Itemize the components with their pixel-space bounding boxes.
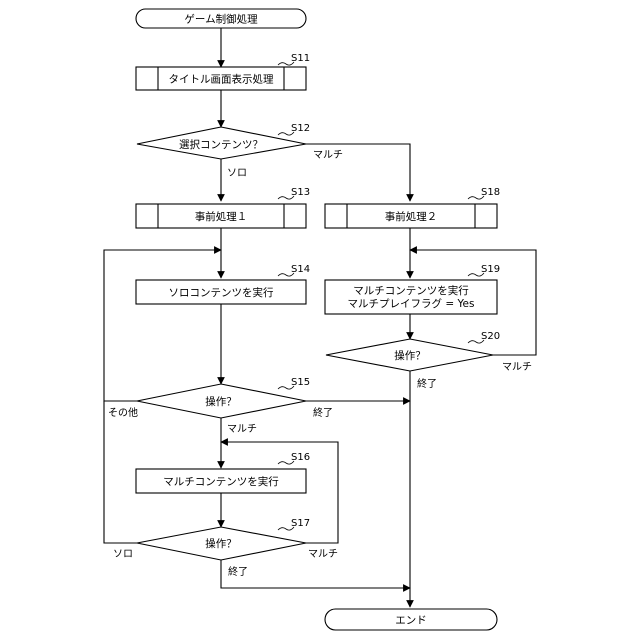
step-marker-s15: S15 bbox=[278, 377, 310, 389]
step-label-s11: S11 bbox=[291, 53, 310, 64]
step-marker-s11: S11 bbox=[278, 53, 310, 65]
edge-label-s17-solo: ソロ bbox=[113, 549, 133, 560]
step-marker-s13: S13 bbox=[278, 187, 310, 199]
operation-decision-s15: 操作？ bbox=[137, 384, 306, 418]
operation-s17-label: 操作？ bbox=[205, 537, 237, 550]
edge-label-s12-multi: マルチ bbox=[313, 149, 343, 161]
edge-label-s20-end: 終了 bbox=[417, 377, 437, 390]
step-marker-s12: S12 bbox=[278, 123, 310, 135]
step-label-s18: S18 bbox=[481, 187, 500, 198]
title-screen-process: タイトル画面表示処理 bbox=[136, 67, 306, 90]
step-marker-s20: S20 bbox=[468, 331, 500, 343]
step-label-s17: S17 bbox=[291, 518, 310, 529]
start-label: ゲーム制御処理 bbox=[184, 13, 258, 26]
edge-label-s17-multi: マルチ bbox=[308, 548, 338, 560]
step-marker-s14: S14 bbox=[278, 264, 310, 276]
start-terminal: ゲーム制御処理 bbox=[136, 9, 306, 28]
edge-label-s20-multi: マルチ bbox=[502, 361, 532, 373]
step-marker-s18: S18 bbox=[468, 187, 500, 199]
pre-process-2-label: 事前処理２ bbox=[385, 210, 438, 223]
solo-content-process: ソロコンテンツを実行 bbox=[136, 280, 306, 304]
end-label: エンド bbox=[395, 615, 427, 627]
multi-content-process: マルチコンテンツを実行 bbox=[136, 469, 306, 493]
operation-decision-s17: 操作？ bbox=[137, 527, 306, 560]
operation-decision-s20: 操作？ bbox=[326, 339, 493, 371]
edge-label-s12-solo: ソロ bbox=[227, 168, 247, 179]
step-marker-s19: S19 bbox=[468, 264, 500, 276]
edge-s17-end bbox=[221, 560, 410, 588]
step-marker-s16: S16 bbox=[278, 452, 310, 464]
edge-s15-other-loop bbox=[104, 250, 221, 401]
pre-process-1: 事前処理１ bbox=[136, 204, 306, 228]
edge-label-s17-end: 終了 bbox=[228, 565, 248, 578]
pre-process-2: 事前処理２ bbox=[325, 204, 497, 228]
connectors bbox=[104, 28, 536, 607]
edge-label-s15-multi: マルチ bbox=[227, 423, 257, 435]
step-label-s16: S16 bbox=[291, 452, 310, 463]
pre-process-1-label: 事前処理１ bbox=[195, 210, 248, 223]
step-label-s19: S19 bbox=[481, 264, 500, 275]
step-marker-s17: S17 bbox=[278, 518, 310, 530]
title-screen-label: タイトル画面表示処理 bbox=[169, 73, 274, 86]
step-label-s14: S14 bbox=[291, 264, 310, 275]
multi-content-label: マルチコンテンツを実行 bbox=[163, 475, 279, 488]
step-label-s13: S13 bbox=[291, 187, 310, 198]
edge-label-s15-other: その他 bbox=[108, 406, 138, 419]
select-content-label: 選択コンテンツ？ bbox=[179, 138, 263, 151]
select-content-decision: 選択コンテンツ？ bbox=[137, 127, 306, 159]
end-terminal: エンド bbox=[325, 609, 497, 630]
step-label-s20: S20 bbox=[481, 331, 500, 342]
edge-s17-solo bbox=[104, 401, 137, 543]
multi-content-flag-line2: マルチプレイフラグ = Yes bbox=[348, 297, 475, 310]
edge-label-s15-end: 終了 bbox=[313, 406, 333, 419]
step-label-s15: S15 bbox=[291, 377, 310, 388]
operation-s15-label: 操作？ bbox=[205, 395, 237, 408]
multi-content-flag-process: マルチコンテンツを実行 マルチプレイフラグ = Yes bbox=[325, 280, 497, 314]
solo-content-label: ソロコンテンツを実行 bbox=[169, 286, 274, 299]
step-label-s12: S12 bbox=[291, 123, 310, 134]
multi-content-flag-line1: マルチコンテンツを実行 bbox=[353, 284, 469, 297]
operation-s20-label: 操作？ bbox=[394, 349, 426, 362]
